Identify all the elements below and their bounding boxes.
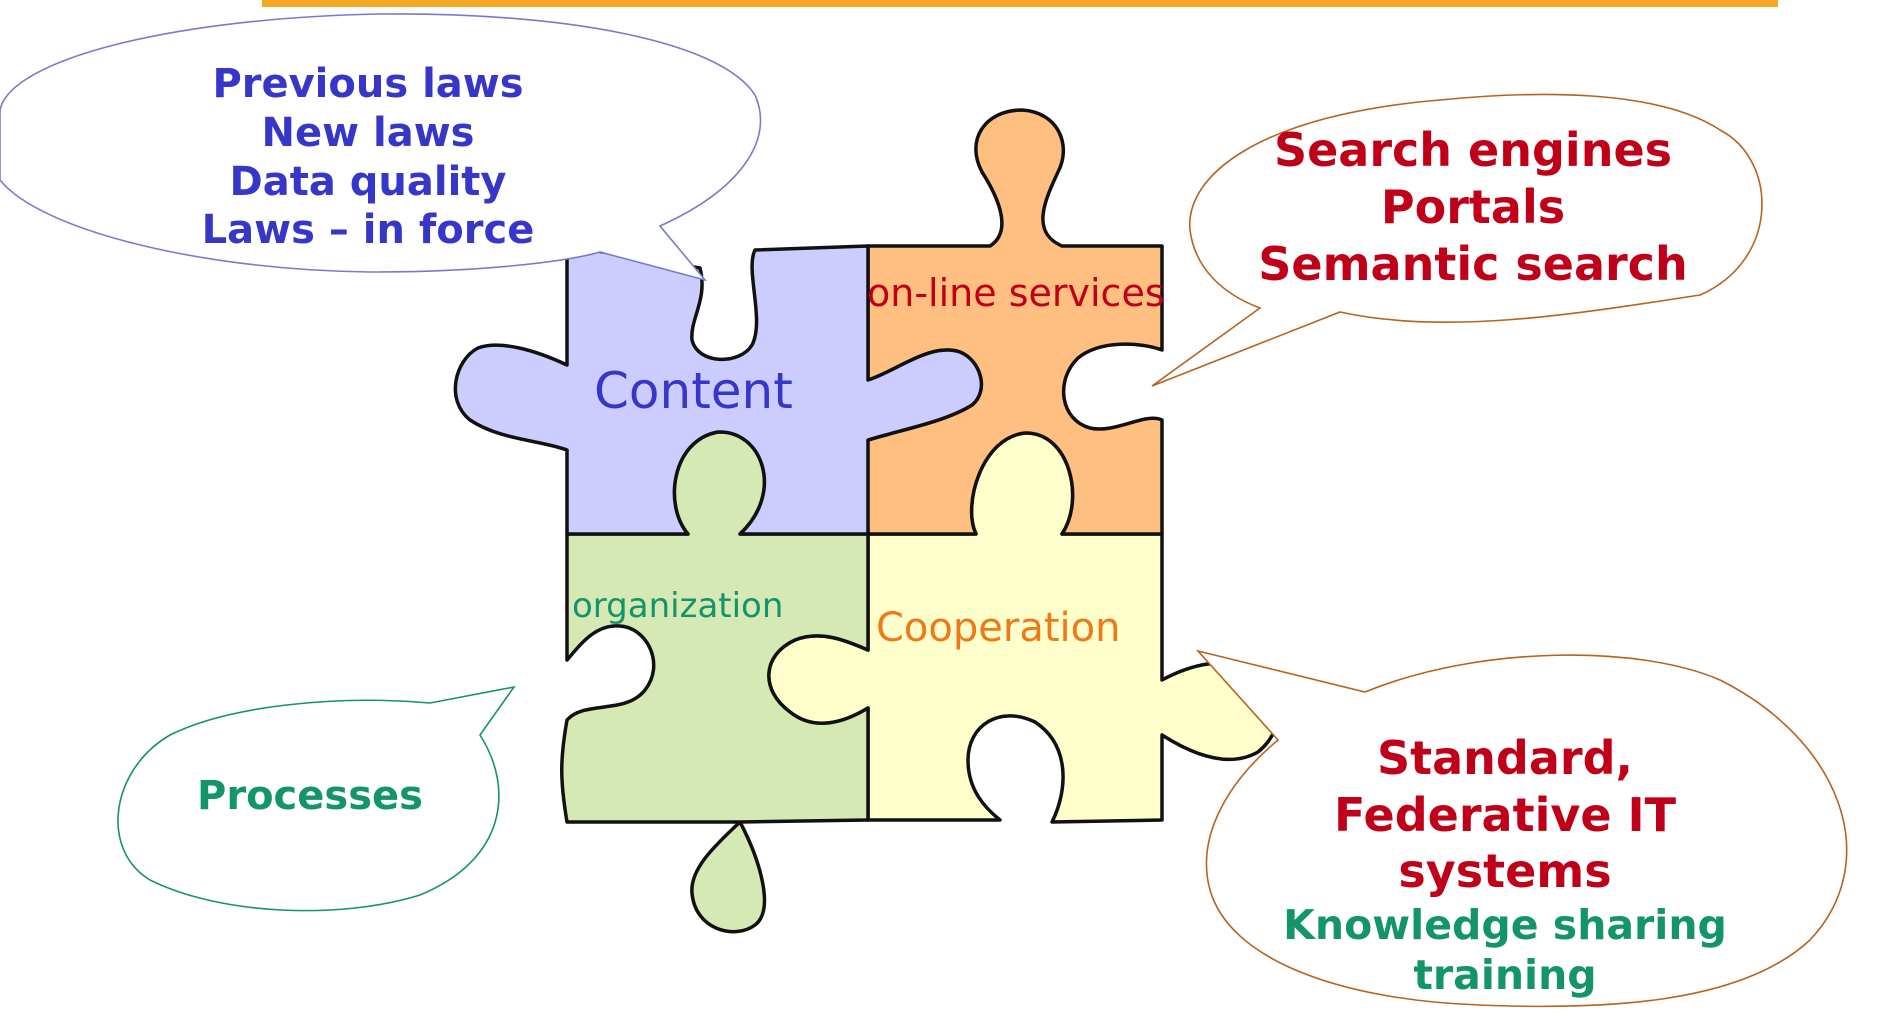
text-semantic-search: Semantic search	[1258, 237, 1688, 292]
text-laws-in-force: Laws – in force	[201, 207, 535, 254]
text-standard: Standard,	[1377, 731, 1633, 785]
text-search-engines: Search engines	[1273, 123, 1673, 177]
bubble-laws	[0, 13, 762, 282]
text-systems: systems	[1398, 844, 1612, 899]
top-accent-line	[262, 0, 1778, 7]
bubble-standards	[1195, 649, 1848, 1008]
text-processes: Processes	[197, 773, 423, 819]
bubble-laws-text: Previous laws New laws Data quality Laws…	[168, 60, 568, 255]
text-previous-laws: Previous laws	[212, 61, 524, 107]
text-training: training	[1413, 951, 1597, 1000]
bubble-processes-text: Processes	[160, 772, 460, 821]
label-cooperation: Cooperation	[876, 605, 1121, 651]
bubble-processes	[117, 685, 516, 912]
piece-content	[453, 244, 984, 536]
bubble-search	[1151, 93, 1763, 387]
text-new-laws: New laws	[261, 109, 475, 156]
text-knowledge-sharing: Knowledge sharing	[1283, 900, 1727, 949]
text-data-quality: Data quality	[229, 158, 507, 205]
label-content: Content	[594, 362, 793, 420]
text-portals: Portals	[1380, 180, 1566, 235]
text-federative-it: Federative IT	[1333, 787, 1677, 842]
label-organization: organization	[572, 586, 784, 626]
label-services: on-line services	[867, 271, 1165, 315]
bubble-standards-text: Standard, Federative IT systems Knowledg…	[1260, 730, 1750, 1001]
bubble-search-text: Search engines Portals Semantic search	[1248, 122, 1698, 293]
